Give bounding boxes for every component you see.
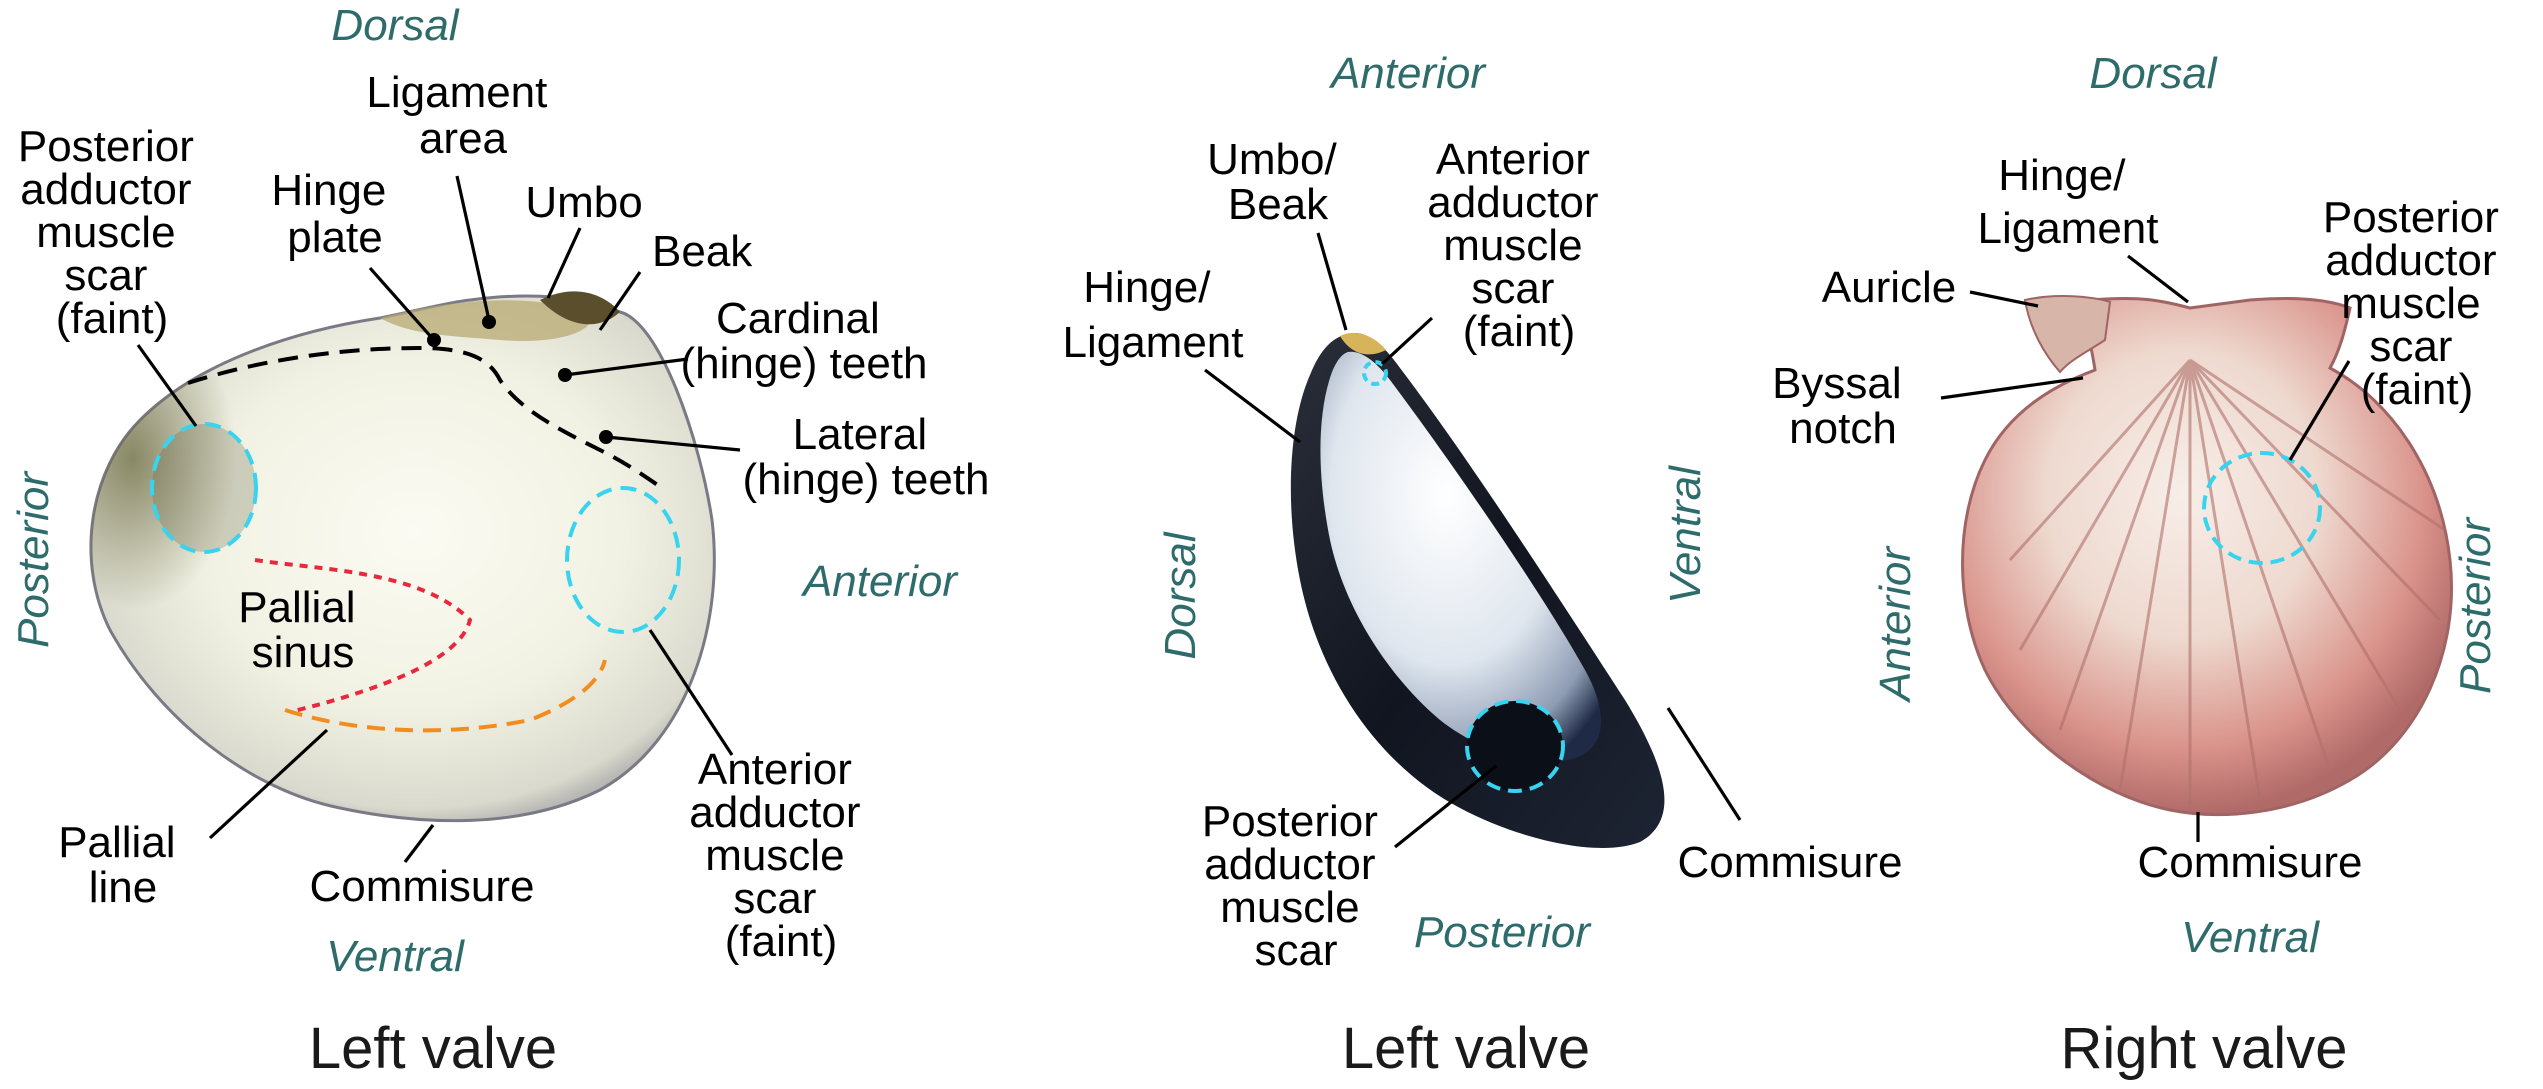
leader-hinge-ligament-mussel: [1204, 368, 1301, 444]
label-posterior-scar-mussel: Posterior adductor muscle scar: [1202, 797, 1390, 975]
orient-anterior: Anterior: [800, 557, 959, 606]
clam-panel: Dorsal Ventral Posterior Anterior Poster…: [9, 1, 990, 1081]
label-umbo: Umbo: [525, 178, 642, 227]
leader-posterior-scar-mussel: [1393, 764, 1498, 849]
clam-anterior-scar-outline: [565, 486, 681, 634]
orient-anterior-2: Anterior: [1328, 49, 1487, 98]
label-ligament-area: Ligament area: [366, 68, 559, 163]
leader-auricle: [1969, 290, 2039, 308]
label-commisure: Commisure: [310, 862, 535, 911]
scallop-shell: [1961, 296, 2453, 817]
leader-hinge-plate: [368, 266, 434, 340]
caption-panel-1: Left valve: [309, 1016, 557, 1081]
label-commisure-mussel: Commisure: [1678, 838, 1903, 887]
leader-umbo: [546, 227, 582, 299]
leader-anterior-scar-mussel: [1380, 316, 1434, 366]
orient-posterior-3: Posterior: [2451, 516, 2500, 694]
leader-anterior-scar: [648, 629, 734, 756]
label-cardinal-teeth: Cardinal (hinge) teeth: [680, 294, 927, 388]
clam-posterior-scar-outline: [150, 422, 258, 554]
label-hinge-ligament-mussel: Hinge/ Ligament: [1062, 263, 1243, 367]
leader-byssal-notch: [1940, 376, 2084, 400]
leader-commisure: [403, 824, 435, 863]
clam-pallial-sinus-line: [254, 558, 473, 714]
orient-posterior: Posterior: [9, 470, 58, 648]
scallop-auricle: [2023, 295, 2112, 374]
leader-posterior-scar-scallop: [2288, 360, 2351, 461]
label-umbo-beak: Umbo/ Beak: [1207, 135, 1349, 229]
label-commisure-scallop: Commisure: [2138, 838, 2363, 887]
leader-commisure-mussel: [1666, 707, 1742, 821]
label-anterior-scar-mussel: Anterior adductor muscle scar (faint): [1427, 135, 1610, 356]
ligament-dot: [482, 315, 496, 329]
label-lateral-teeth: Lateral (hinge) teeth: [742, 410, 989, 504]
leader-beak: [598, 271, 642, 331]
label-posterior-scar-scallop: Posterior adductor muscle scar (faint): [2323, 193, 2511, 414]
label-pallial-sinus: Pallial sinus: [238, 583, 368, 677]
label-byssal-notch: Byssal notch: [1772, 359, 1914, 453]
leader-posterior-scar: [136, 344, 198, 427]
label-hinge-plate: Hinge plate: [271, 166, 398, 262]
orient-posterior-2: Posterior: [1414, 908, 1592, 957]
orient-dorsal-3: Dorsal: [2089, 49, 2217, 98]
caption-panel-3: Right valve: [2061, 1016, 2348, 1081]
scallop-posterior-scar-outline: [2202, 451, 2322, 565]
orient-anterior-3: Anterior: [1871, 545, 1920, 704]
label-pallial-line: Pallial line: [58, 818, 188, 912]
leader-lateral: [605, 435, 741, 452]
leader-umbo-beak: [1316, 232, 1348, 331]
mussel-interior: [1320, 351, 1602, 762]
leader-pallial-line: [208, 728, 329, 840]
label-anterior-scar: Anterior adductor muscle scar (faint): [689, 745, 872, 966]
clam-posterior-shade: [90, 338, 300, 640]
mussel-umbo: [1340, 332, 1386, 355]
label-posterior-scar: Posterior adductor muscle scar (faint): [18, 122, 206, 343]
clam-pallial-line: [284, 659, 607, 733]
leader-ligament: [455, 175, 491, 321]
leader-cardinal: [564, 357, 689, 377]
orient-dorsal-2: Dorsal: [1156, 531, 1205, 659]
clam-umbo: [540, 291, 620, 325]
orient-ventral-3: Ventral: [2181, 913, 2320, 962]
orient-ventral: Ventral: [326, 932, 465, 981]
scallop-ribs: [2008, 358, 2446, 812]
label-hinge-ligament-scallop: Hinge/ Ligament: [1977, 151, 2158, 253]
label-auricle: Auricle: [1822, 263, 1957, 312]
caption-panel-2: Left valve: [1342, 1016, 1590, 1081]
clam-hinge-line: [187, 345, 667, 492]
scallop-panel: Dorsal Ventral Anterior Posterior Hinge/…: [1772, 49, 2511, 1081]
orient-ventral-2: Ventral: [1661, 465, 1710, 604]
orient-dorsal: Dorsal: [331, 1, 459, 50]
mussel-panel: Anterior Posterior Dorsal Ventral Umbo/ …: [1062, 49, 1902, 1081]
mussel-anterior-scar-outline: [1362, 360, 1388, 386]
leader-hinge-ligament-scallop: [2127, 254, 2189, 304]
label-beak: Beak: [652, 227, 753, 276]
